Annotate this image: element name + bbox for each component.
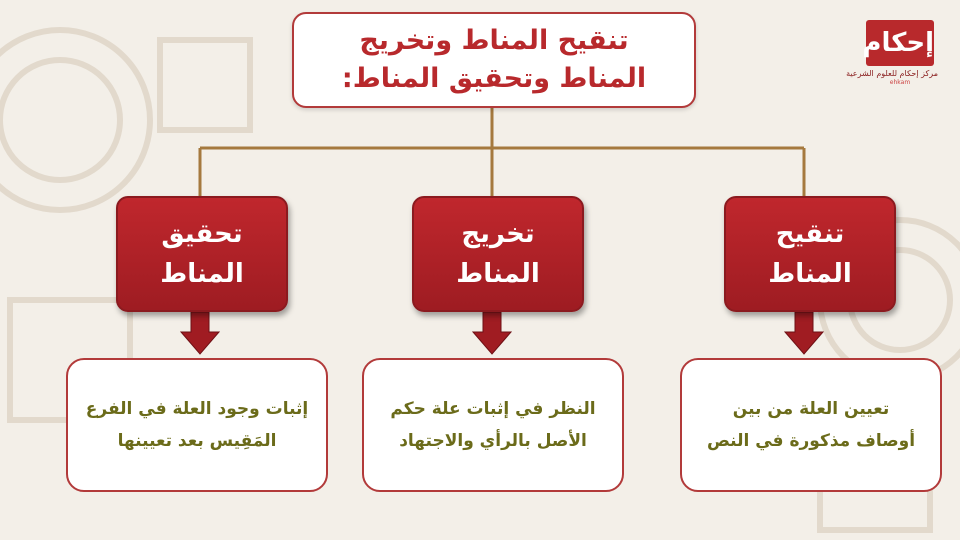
definition-line-1: تعيين العلة من بين <box>732 399 890 419</box>
definition-line-1: النظر في إثبات علة حكم <box>390 399 596 419</box>
concept-name-line-2: المناط <box>456 259 540 289</box>
concept-box-tahqiq: تحقيق المناط <box>116 196 288 312</box>
concept-name-line-1: تخريج <box>461 219 535 249</box>
title-line-1: تنقيح المناط وتخريج <box>359 25 629 56</box>
title-line-2: المناط وتحقيق المناط: <box>341 63 647 94</box>
concept-box-takhrij: تخريج المناط <box>412 196 584 312</box>
logo-tag: ehkam <box>889 79 911 86</box>
concept-box-tanqih: تنقيح المناط <box>724 196 896 312</box>
concept-name-line-1: تحقيق <box>161 219 243 249</box>
definition-line-2: أوصاف مذكورة في النص <box>706 431 916 451</box>
definition-line-1: إثبات وجود العلة في الفرع <box>85 399 309 419</box>
definition-line-2: الأصل بالرأي والاجتهاد <box>399 431 587 451</box>
logo: إحكام مركز إحكام للعلوم الشرعية ehkam <box>846 20 938 92</box>
logo-mark: إحكام <box>862 20 934 66</box>
concept-name-line-2: المناط <box>768 259 852 289</box>
down-arrow-icon <box>179 311 221 355</box>
concept-name-line-1: تنقيح <box>775 219 845 249</box>
definition-line-2: المَقِيس بعد تعيينها <box>117 431 277 451</box>
down-arrow-icon <box>471 311 513 355</box>
definition-box-tanqih: تعيين العلة من بين أوصاف مذكورة في النص <box>680 358 942 492</box>
down-arrow-icon <box>783 311 825 355</box>
logo-subtitle: مركز إحكام للعلوم الشرعية <box>846 69 938 78</box>
concept-name-line-2: المناط <box>160 259 244 289</box>
definition-box-takhrij: النظر في إثبات علة حكم الأصل بالرأي والا… <box>362 358 624 492</box>
diagram-title: تنقيح المناط وتخريج المناط وتحقيق المناط… <box>292 12 696 108</box>
definition-box-tahqiq: إثبات وجود العلة في الفرع المَقِيس بعد ت… <box>66 358 328 492</box>
